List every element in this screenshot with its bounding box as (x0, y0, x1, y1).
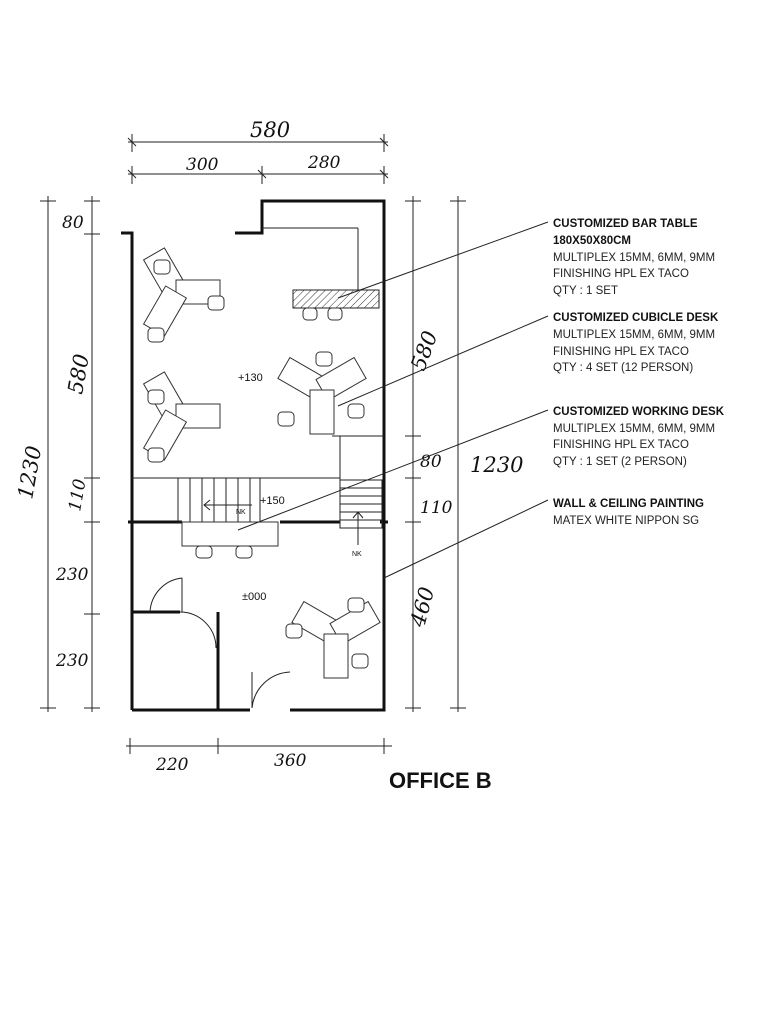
dim-top-total: 580 (250, 118, 290, 142)
left-dimension-lines (40, 196, 100, 712)
note-line: FINISHING HPL EX TACO (553, 346, 689, 358)
note-working-desk: CUSTOMIZED WORKING DESK MULTIPLEX 15MM, … (553, 406, 725, 468)
note-cubicle-desk: CUSTOMIZED CUBICLE DESK MULTIPLEX 15MM, … (553, 312, 719, 374)
dim-left-seg-2: 580 (63, 352, 94, 396)
leader-lines (237, 221, 549, 579)
note-line: QTY : 4 SET (12 PERSON) (553, 362, 693, 374)
cubicle-desk-2 (142, 371, 221, 463)
cubicle-desk-4 (285, 597, 381, 679)
level-upper: +130 (238, 372, 263, 384)
bottom-dimension-lines (126, 738, 392, 754)
note-line: MULTIPLEX 15MM, 6MM, 9MM (553, 252, 715, 264)
cubicle-desk-1 (142, 247, 225, 343)
note-painting: WALL & CEILING PAINTING MATEX WHITE NIPP… (553, 498, 704, 527)
note-line: QTY : 1 SET (2 PERSON) (553, 456, 687, 468)
drawing-title: OFFICE B (389, 768, 492, 793)
stair-right (339, 479, 383, 545)
dim-left-seg-4: 230 (55, 565, 89, 585)
note-line: MATEX WHITE NIPPON SG (553, 515, 699, 527)
dim-top-right: 280 (307, 153, 341, 173)
dim-right-seg-4: 460 (405, 584, 439, 630)
stair-mark-left: NK (236, 509, 246, 516)
level-ground: ±000 (242, 591, 266, 603)
dim-right-seg-3: 110 (420, 498, 453, 518)
note-line: MULTIPLEX 15MM, 6MM, 9MM (553, 329, 715, 341)
walls (121, 199, 388, 712)
note-line: FINISHING HPL EX TACO (553, 439, 689, 451)
note-line: 180X50X80CM (553, 235, 631, 247)
dim-right-seg-1: 580 (406, 328, 442, 374)
note-line: MULTIPLEX 15MM, 6MM, 9MM (553, 423, 715, 435)
door-swings (149, 577, 291, 709)
note-heading: WALL & CEILING PAINTING (553, 498, 704, 510)
note-bar-table: CUSTOMIZED BAR TABLE 180X50X80CM MULTIPL… (553, 218, 715, 297)
dim-bottom-left: 220 (155, 755, 189, 775)
dim-left-total: 1230 (13, 444, 46, 501)
dim-right-total: 1230 (470, 453, 523, 477)
note-line: FINISHING HPL EX TACO (553, 268, 689, 280)
dim-left-seg-3: 110 (65, 477, 90, 513)
dim-left-seg-5: 230 (55, 651, 89, 671)
right-dimension-lines (405, 196, 466, 712)
stair-mark-right: NK (352, 551, 362, 558)
dim-top-left: 300 (186, 155, 219, 175)
top-dimension-lines (127, 134, 389, 184)
note-heading: CUSTOMIZED WORKING DESK (553, 406, 725, 418)
bar-table (292, 289, 380, 321)
stair-left (177, 477, 261, 523)
note-heading: CUSTOMIZED CUBICLE DESK (553, 312, 719, 324)
note-line: QTY : 1 SET (553, 285, 618, 297)
dim-bottom-right: 360 (274, 751, 307, 771)
cubicle-desk-3 (277, 351, 367, 435)
level-stair: +150 (260, 495, 285, 507)
working-desk (181, 521, 279, 559)
dim-left-seg-1: 80 (62, 213, 84, 233)
note-heading: CUSTOMIZED BAR TABLE (553, 218, 698, 230)
